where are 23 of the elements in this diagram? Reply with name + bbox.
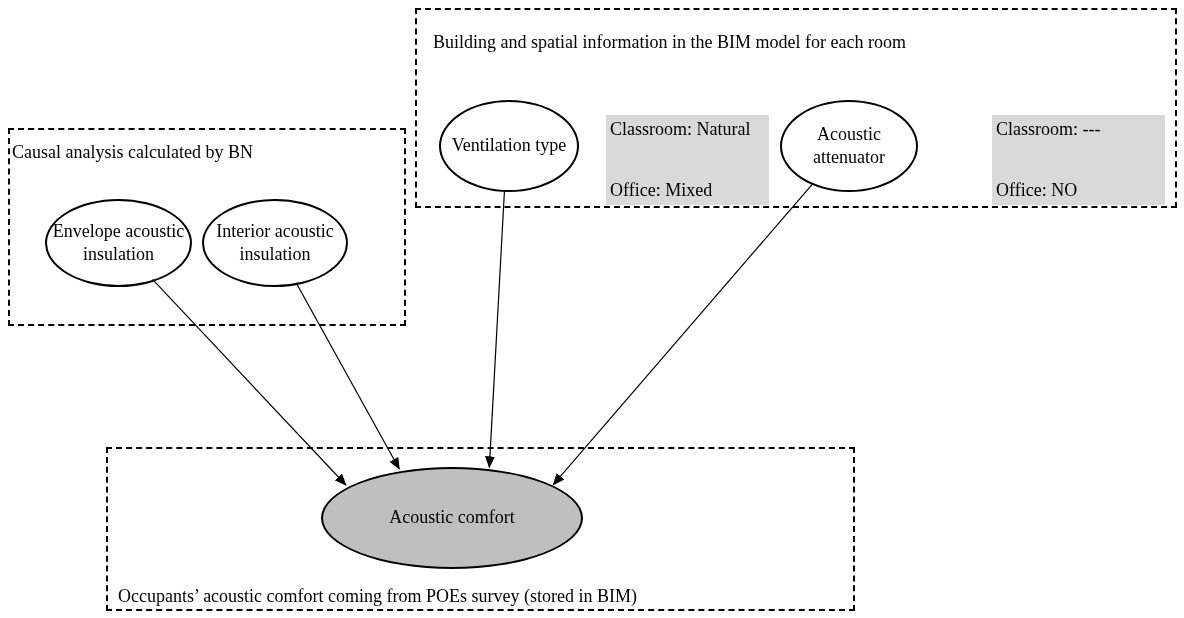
info-text: Office: NO <box>996 180 1079 201</box>
info-box <box>606 115 769 205</box>
node-label: Acoustic comfort <box>389 506 515 530</box>
group-title: Building and spatial information in the BIM model for each room <box>433 32 906 53</box>
dashed-group-box <box>106 447 855 611</box>
ellipse-node <box>202 199 348 287</box>
group-title: Causal analysis calculated by BN <box>12 142 253 163</box>
node-label: Acoustic attenuator <box>812 122 886 169</box>
dashed-group-box <box>8 128 406 326</box>
arrow <box>295 282 400 470</box>
group-title: Occupants’ acoustic comfort coming from POEs survey (stored in BIM) <box>118 586 638 607</box>
arrow <box>552 183 814 486</box>
info-text: Office: Mixed <box>610 180 714 201</box>
node-label: Interior acoustic insulation <box>215 219 335 266</box>
node-label: Envelope acoustic insulation <box>51 219 186 266</box>
info-text: Classroom: Natural <box>610 119 752 140</box>
info-box <box>992 115 1165 205</box>
node-label: Ventilation type <box>451 134 567 158</box>
ellipse-node <box>780 100 918 192</box>
ellipse-node <box>45 199 192 287</box>
info-text: Classroom: --- <box>996 119 1102 140</box>
ellipse-node <box>439 100 579 192</box>
arrow <box>484 189 506 469</box>
